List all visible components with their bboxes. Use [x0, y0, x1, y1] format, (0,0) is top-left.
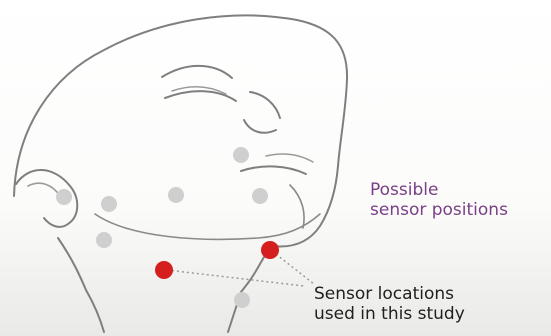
leader-line-right [272, 251, 314, 284]
used-sensor-right [261, 241, 279, 259]
eye-line [165, 91, 236, 101]
ear-inner [28, 183, 60, 196]
neck-line [58, 238, 86, 290]
candidate-sensor-forehead [233, 147, 249, 163]
candidate-sensor-lower-neck [234, 292, 250, 308]
used-sensor-locations-label: Sensor locations used in this study [314, 284, 465, 324]
candidate-sensor-jaw-left [101, 196, 117, 212]
chin-line [290, 185, 304, 228]
possible-sensor-positions-label: Possible sensor positions [370, 180, 508, 220]
nose-lower [244, 120, 276, 133]
candidate-sensor-cheek [168, 187, 184, 203]
shoulder-line [86, 290, 104, 332]
jaw-line [95, 214, 320, 239]
mouth-line [241, 166, 306, 174]
candidate-sensor-ear [56, 189, 72, 205]
leader-line-left [167, 270, 304, 286]
candidate-sensor-jaw-right [252, 188, 268, 204]
lower-lip-line [266, 154, 313, 162]
used-sensor-left [155, 261, 173, 279]
candidate-sensor-neck [96, 232, 112, 248]
nose-bridge [250, 92, 280, 118]
brow-line [162, 66, 232, 78]
